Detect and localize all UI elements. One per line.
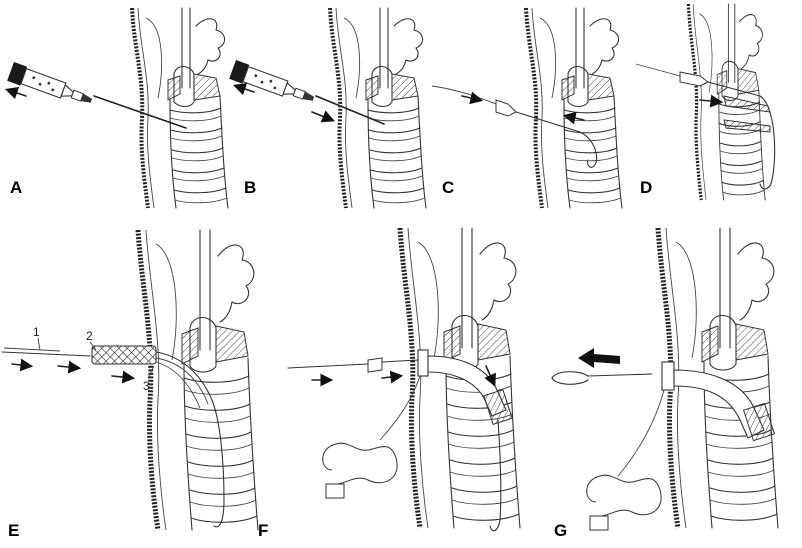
- panel-label-d: D: [640, 178, 652, 197]
- panel-label-b: B: [244, 178, 256, 197]
- panel-label-c: C: [442, 178, 454, 197]
- dilator-mesh: [91, 345, 157, 365]
- panel-g: G: [551, 228, 778, 540]
- callout-3: 3: [143, 379, 150, 393]
- panel-label-a: A: [10, 178, 22, 197]
- panel-c: C: [431, 6, 624, 210]
- panel-label-g: G: [554, 521, 567, 540]
- panel-f: F: [258, 228, 520, 540]
- panel-label-f: F: [258, 521, 268, 540]
- panel-label-e: E: [8, 521, 19, 540]
- callout-1: 1: [33, 325, 40, 339]
- panel-a: A: [4, 6, 230, 210]
- panel-b: B: [228, 6, 428, 210]
- panel-d: D: [635, 2, 776, 202]
- callout-2: 2: [86, 329, 93, 343]
- panel-e: 1 2 3 E: [1, 230, 258, 540]
